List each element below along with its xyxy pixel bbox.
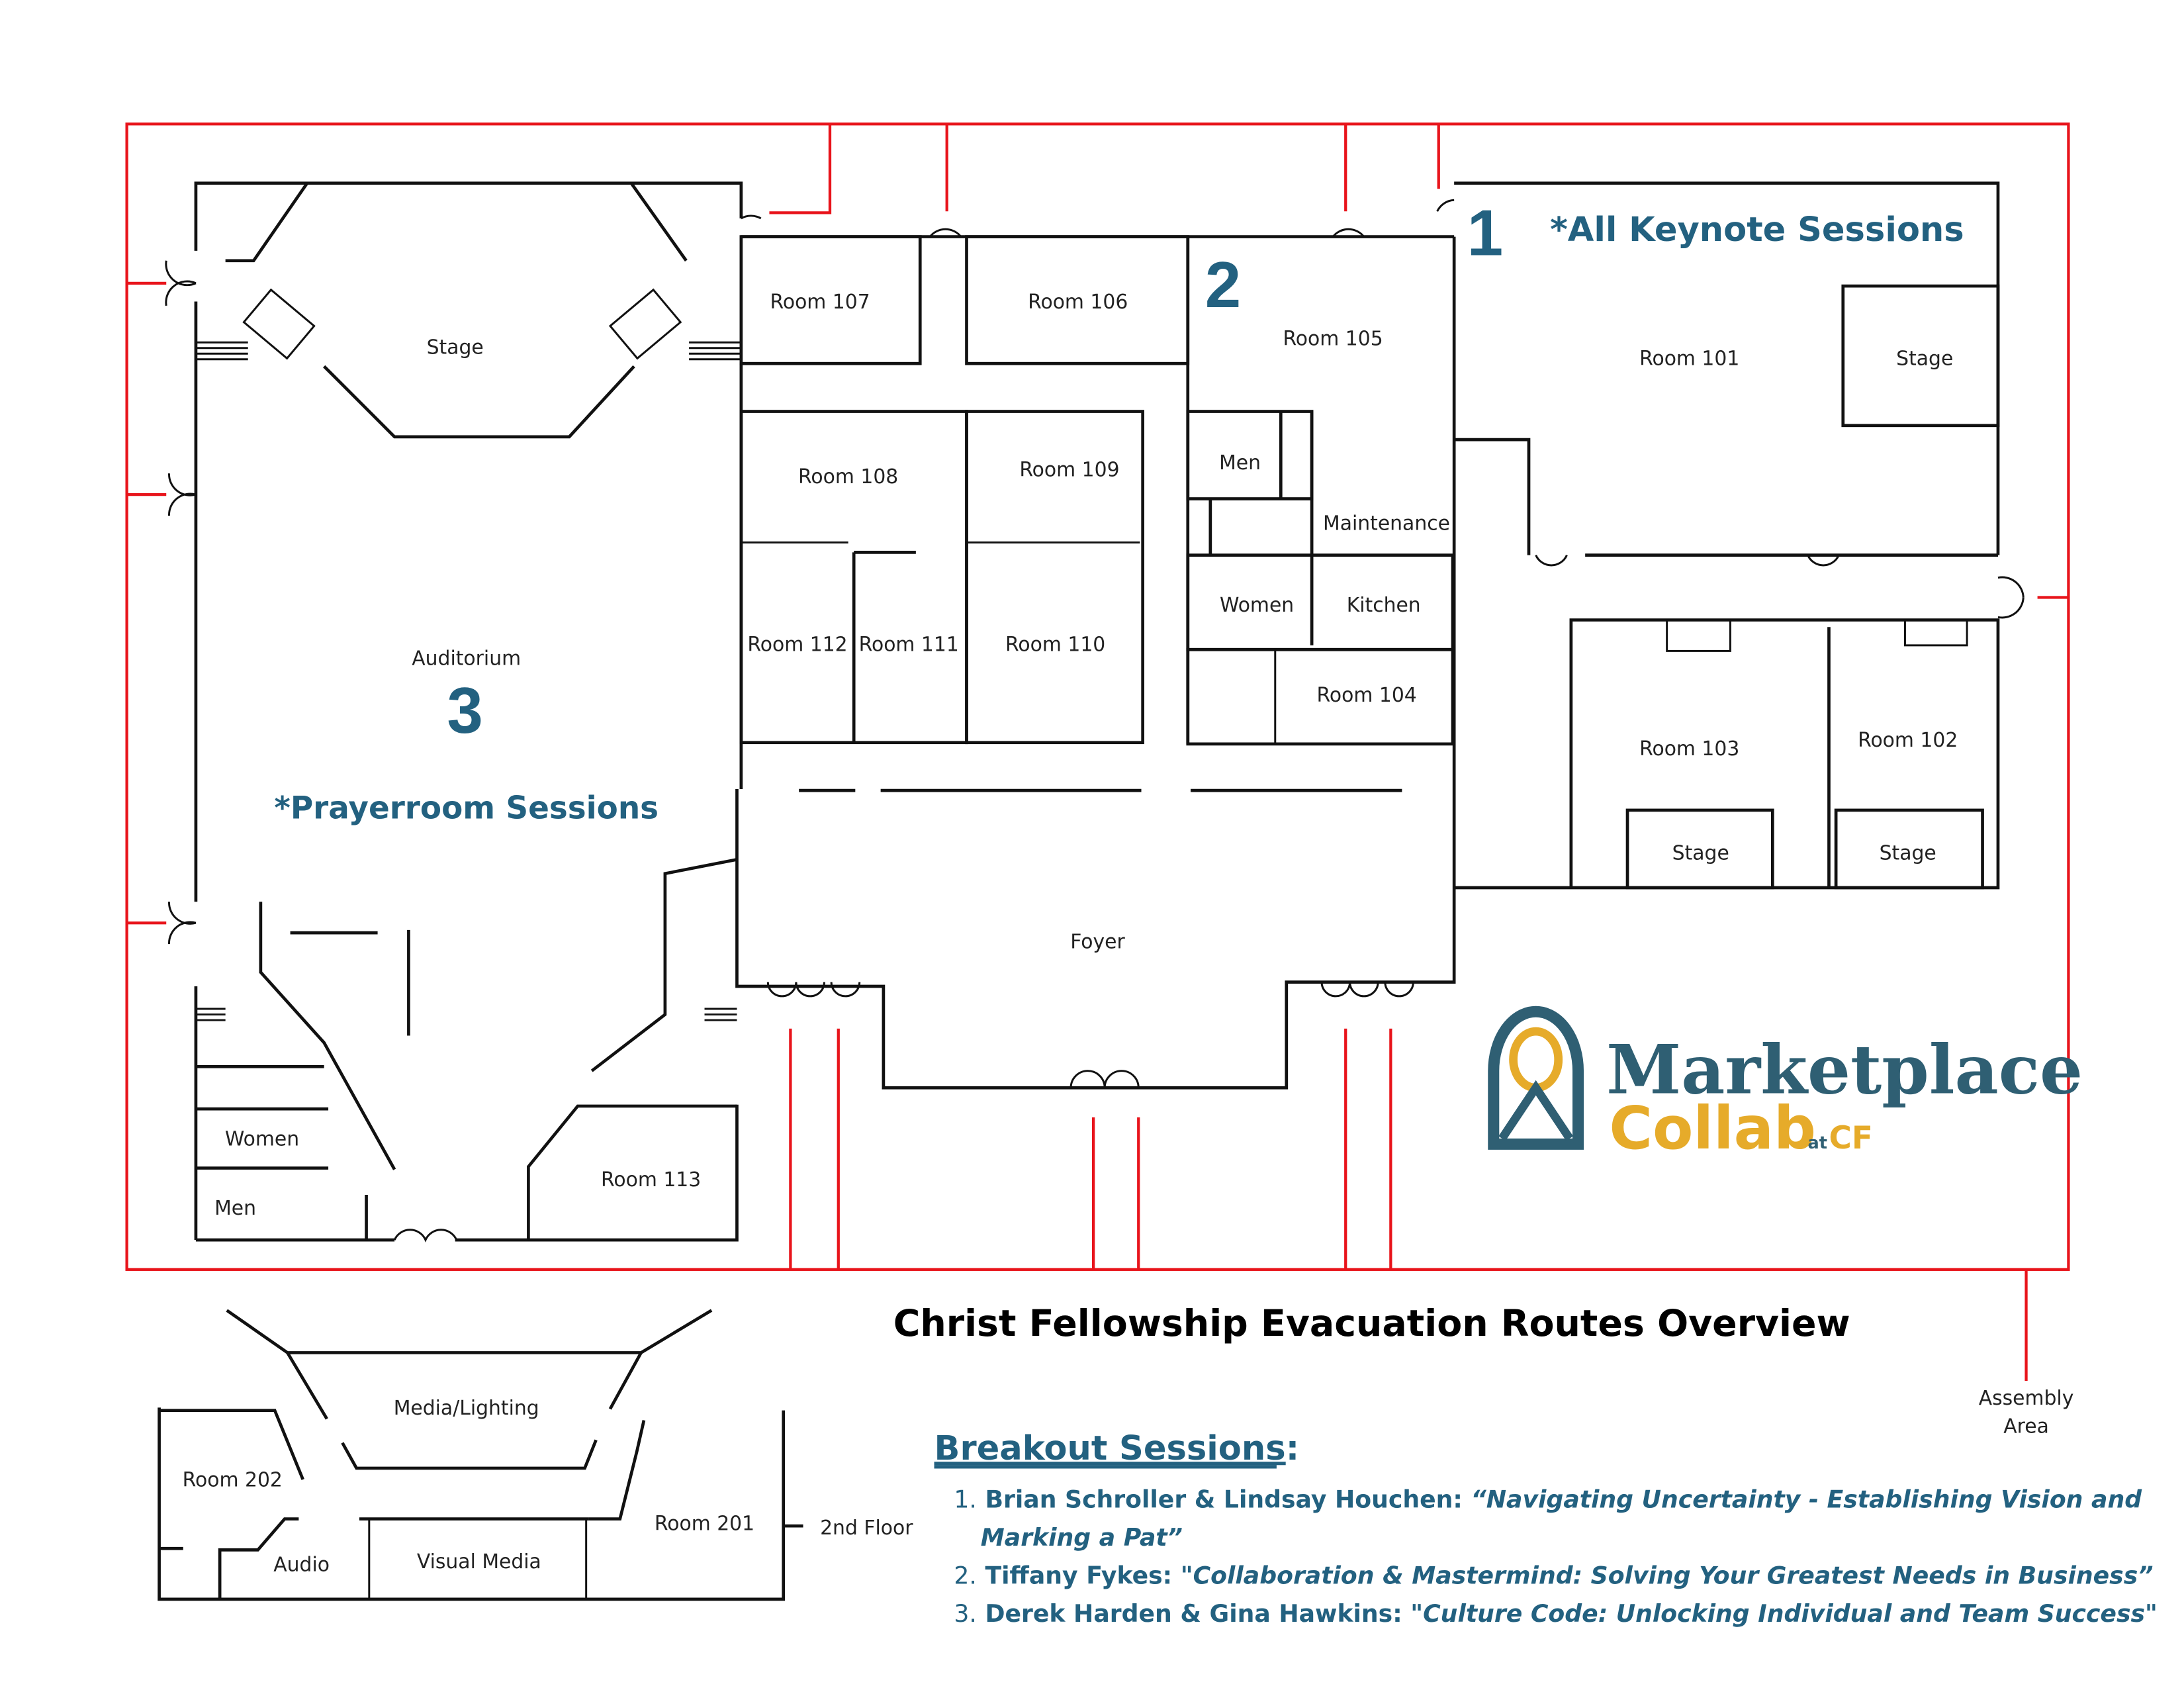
label-stage-103: Stage bbox=[1672, 841, 1729, 865]
label-room-107: Room 107 bbox=[770, 291, 870, 314]
logo-line1: Marketplace bbox=[1606, 1031, 2083, 1110]
keynote-session-note: *All Keynote Sessions bbox=[1550, 211, 1964, 250]
arch-person-icon bbox=[1488, 1006, 1584, 1150]
label-room-108: Room 108 bbox=[798, 465, 898, 489]
label-room-113: Room 113 bbox=[601, 1168, 701, 1192]
second-floor-labels: Media/Lighting Room 202 Room 201 Audio V… bbox=[183, 1397, 914, 1576]
session-number-1: 1 bbox=[1467, 196, 1503, 269]
assembly-area-label-1: Assembly bbox=[1979, 1387, 2074, 1410]
label-room-112: Room 112 bbox=[747, 633, 847, 656]
label-room-111: Room 111 bbox=[859, 633, 959, 656]
label-visual-media: Visual Media bbox=[417, 1550, 541, 1573]
label-men: Men bbox=[1219, 451, 1261, 475]
breakout-item-1-cont: Marking a Pat” bbox=[981, 1523, 1183, 1552]
breakout-sessions: Breakout Sessions: 1. Brian Schroller & … bbox=[934, 1429, 2158, 1628]
label-2nd-floor: 2nd Floor bbox=[820, 1517, 913, 1540]
logo-line2: Collab bbox=[1609, 1094, 1816, 1163]
session-number-2: 2 bbox=[1205, 248, 1241, 321]
label-room-110: Room 110 bbox=[1005, 633, 1105, 656]
label-men-lower: Men bbox=[214, 1197, 256, 1220]
label-room-104: Room 104 bbox=[1317, 684, 1417, 707]
building-walls bbox=[194, 181, 2000, 1242]
label-room-105: Room 105 bbox=[1283, 327, 1383, 350]
label-room-201: Room 201 bbox=[655, 1513, 754, 1536]
second-floor-walls bbox=[158, 1309, 803, 1601]
label-women: Women bbox=[1220, 594, 1294, 617]
label-audio: Audio bbox=[273, 1553, 330, 1576]
label-room-103: Room 103 bbox=[1639, 737, 1739, 761]
label-room-101: Room 101 bbox=[1639, 347, 1739, 370]
label-foyer: Foyer bbox=[1070, 931, 1125, 954]
logo-at: at bbox=[1808, 1133, 1827, 1153]
breakout-heading: Breakout Sessions: bbox=[934, 1429, 1300, 1468]
session-number-3: 3 bbox=[447, 674, 482, 747]
assembly-area-label-2: Area bbox=[2003, 1415, 2049, 1438]
label-media-lighting: Media/Lighting bbox=[394, 1397, 539, 1420]
auditorium-session-note: *Prayerroom Sessions bbox=[274, 791, 659, 827]
door-swings bbox=[165, 199, 2025, 1243]
label-room-106: Room 106 bbox=[1028, 291, 1128, 314]
label-room-202: Room 202 bbox=[183, 1469, 283, 1492]
label-maintenance: Maintenance bbox=[1323, 512, 1450, 535]
label-stage-102: Stage bbox=[1880, 841, 1936, 865]
label-room-109: Room 109 bbox=[1019, 458, 1119, 481]
evacuation-routes bbox=[125, 122, 2070, 1381]
label-women-lower: Women bbox=[225, 1128, 299, 1151]
label-room-102: Room 102 bbox=[1858, 729, 1958, 752]
breakout-item-1: 1. Brian Schroller & Lindsay Houchen: “N… bbox=[954, 1485, 2142, 1514]
logo-cf: CF bbox=[1829, 1121, 1872, 1156]
room-labels: Stage Auditorium 3 *Prayerroom Sessions … bbox=[214, 196, 2073, 1438]
page-title: Christ Fellowship Evacuation Routes Over… bbox=[893, 1303, 1850, 1345]
label-stage-101: Stage bbox=[1896, 347, 1953, 370]
label-stage: Stage bbox=[427, 336, 484, 359]
route-perimeter bbox=[125, 122, 2070, 1271]
label-kitchen: Kitchen bbox=[1347, 594, 1421, 617]
breakout-item-3: 3. Derek Harden & Gina Hawkins: "Culture… bbox=[954, 1599, 2158, 1628]
label-auditorium: Auditorium bbox=[412, 647, 521, 671]
marketplace-collab-logo: Marketplace Collab at CF bbox=[1488, 1006, 2083, 1163]
breakout-item-2: 2. Tiffany Fykes: "Collaboration & Maste… bbox=[954, 1561, 2153, 1589]
